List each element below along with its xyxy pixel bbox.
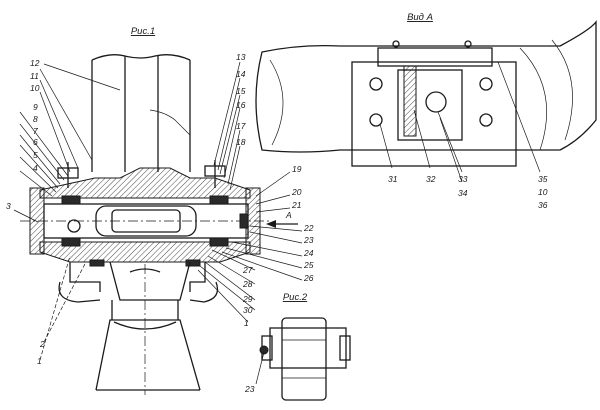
callout-10-view-a: 10 bbox=[538, 187, 548, 197]
callout-6: 6 bbox=[33, 137, 38, 147]
view-a-top-bar bbox=[377, 47, 493, 67]
bracket-right bbox=[189, 262, 219, 303]
callout-1: 1 bbox=[37, 356, 42, 366]
callout-22: 22 bbox=[303, 223, 314, 233]
view-a-plate bbox=[351, 61, 517, 167]
view-a-arrowhead bbox=[266, 220, 276, 228]
column-contour bbox=[149, 109, 191, 136]
callout-27: 27 bbox=[242, 265, 253, 275]
callout-19: 19 bbox=[292, 164, 302, 174]
view-a-bolt-1 bbox=[369, 77, 383, 91]
callout-23: 23 bbox=[303, 235, 314, 245]
view-a-bolt-2 bbox=[369, 113, 383, 127]
inner-sleeve bbox=[95, 205, 197, 237]
bearing-top-left bbox=[61, 195, 81, 205]
view-a-hub bbox=[425, 91, 447, 113]
view-a-bolt-4 bbox=[479, 113, 493, 127]
callout-18: 18 bbox=[236, 137, 246, 147]
view-a-contour-right bbox=[519, 47, 547, 151]
callout-4: 4 bbox=[33, 163, 38, 173]
view-a-window bbox=[397, 69, 463, 141]
callout-5: 5 bbox=[33, 150, 38, 160]
callout-9: 9 bbox=[33, 102, 38, 112]
figure-1-section bbox=[20, 54, 298, 395]
fig2-leader bbox=[255, 351, 265, 385]
callout-11: 11 bbox=[30, 71, 39, 81]
pedestal bbox=[95, 319, 201, 391]
callout-12: 12 bbox=[30, 58, 40, 68]
pin-right bbox=[239, 213, 249, 229]
callout-3: 3 bbox=[6, 201, 11, 211]
pin-left bbox=[67, 219, 81, 233]
callout-34: 34 bbox=[458, 188, 468, 198]
pedestal-neck bbox=[111, 300, 179, 330]
callout-1-right: 1 bbox=[244, 318, 249, 328]
bearing-bottom-left bbox=[61, 237, 81, 247]
title-fig1: Рис.1 bbox=[131, 26, 155, 37]
callout-26: 26 bbox=[303, 273, 314, 283]
callout-24: 24 bbox=[303, 248, 314, 258]
figure-2 bbox=[259, 317, 351, 401]
callout-10: 10 bbox=[30, 83, 40, 93]
view-a-contour-far bbox=[551, 39, 573, 141]
view-a bbox=[255, 20, 597, 167]
bearing-bottom-right bbox=[209, 237, 229, 247]
view-a-contour-left bbox=[269, 59, 284, 146]
callout-7: 7 bbox=[33, 126, 38, 136]
lower-support bbox=[109, 261, 191, 301]
callout-25: 25 bbox=[303, 260, 314, 270]
callout-14: 14 bbox=[236, 69, 246, 79]
arrow-a-label: А bbox=[285, 210, 292, 220]
callout-28: 28 bbox=[242, 279, 253, 289]
nut-bottom-right bbox=[185, 259, 201, 267]
callout-23-fig2: 23 bbox=[244, 384, 255, 394]
callout-35: 35 bbox=[538, 174, 548, 184]
callout-29: 29 bbox=[242, 294, 253, 304]
sleeve-core bbox=[111, 209, 181, 233]
fig2-pin bbox=[259, 345, 269, 355]
view-a-body bbox=[255, 20, 597, 153]
callout-13: 13 bbox=[236, 52, 246, 62]
callout-17: 17 bbox=[236, 121, 246, 131]
view-a-top-nut-right bbox=[464, 40, 472, 48]
bearing-top-right bbox=[209, 195, 229, 205]
nut-bottom-left bbox=[89, 259, 105, 267]
callout-33: 33 bbox=[458, 174, 468, 184]
view-a-bolt-3 bbox=[479, 77, 493, 91]
callout-36: 36 bbox=[538, 200, 548, 210]
callout-16: 16 bbox=[236, 100, 246, 110]
callout-8: 8 bbox=[33, 114, 38, 124]
leader-lines-fig1 bbox=[13, 61, 303, 361]
leader-lines-view-a bbox=[379, 61, 541, 183]
callout-31: 31 bbox=[388, 174, 398, 184]
callout-21: 21 bbox=[291, 200, 302, 210]
callout-2: 2 bbox=[39, 339, 45, 349]
view-a-top-nut-left bbox=[392, 40, 400, 48]
view-a-wedge bbox=[403, 65, 417, 137]
bracket-left bbox=[58, 262, 101, 303]
fig2-right-cap bbox=[339, 335, 351, 361]
housing-top bbox=[39, 167, 251, 199]
callout-32: 32 bbox=[426, 174, 436, 184]
callout-20: 20 bbox=[291, 187, 302, 197]
title-fig2: Рис.2 bbox=[283, 292, 308, 303]
callout-30: 30 bbox=[243, 305, 253, 315]
fig2-body bbox=[269, 327, 347, 369]
callout-15: 15 bbox=[236, 86, 246, 96]
column-outline bbox=[91, 54, 191, 172]
fig2-roller bbox=[281, 317, 327, 401]
title-view-a: Вид А bbox=[407, 12, 433, 23]
